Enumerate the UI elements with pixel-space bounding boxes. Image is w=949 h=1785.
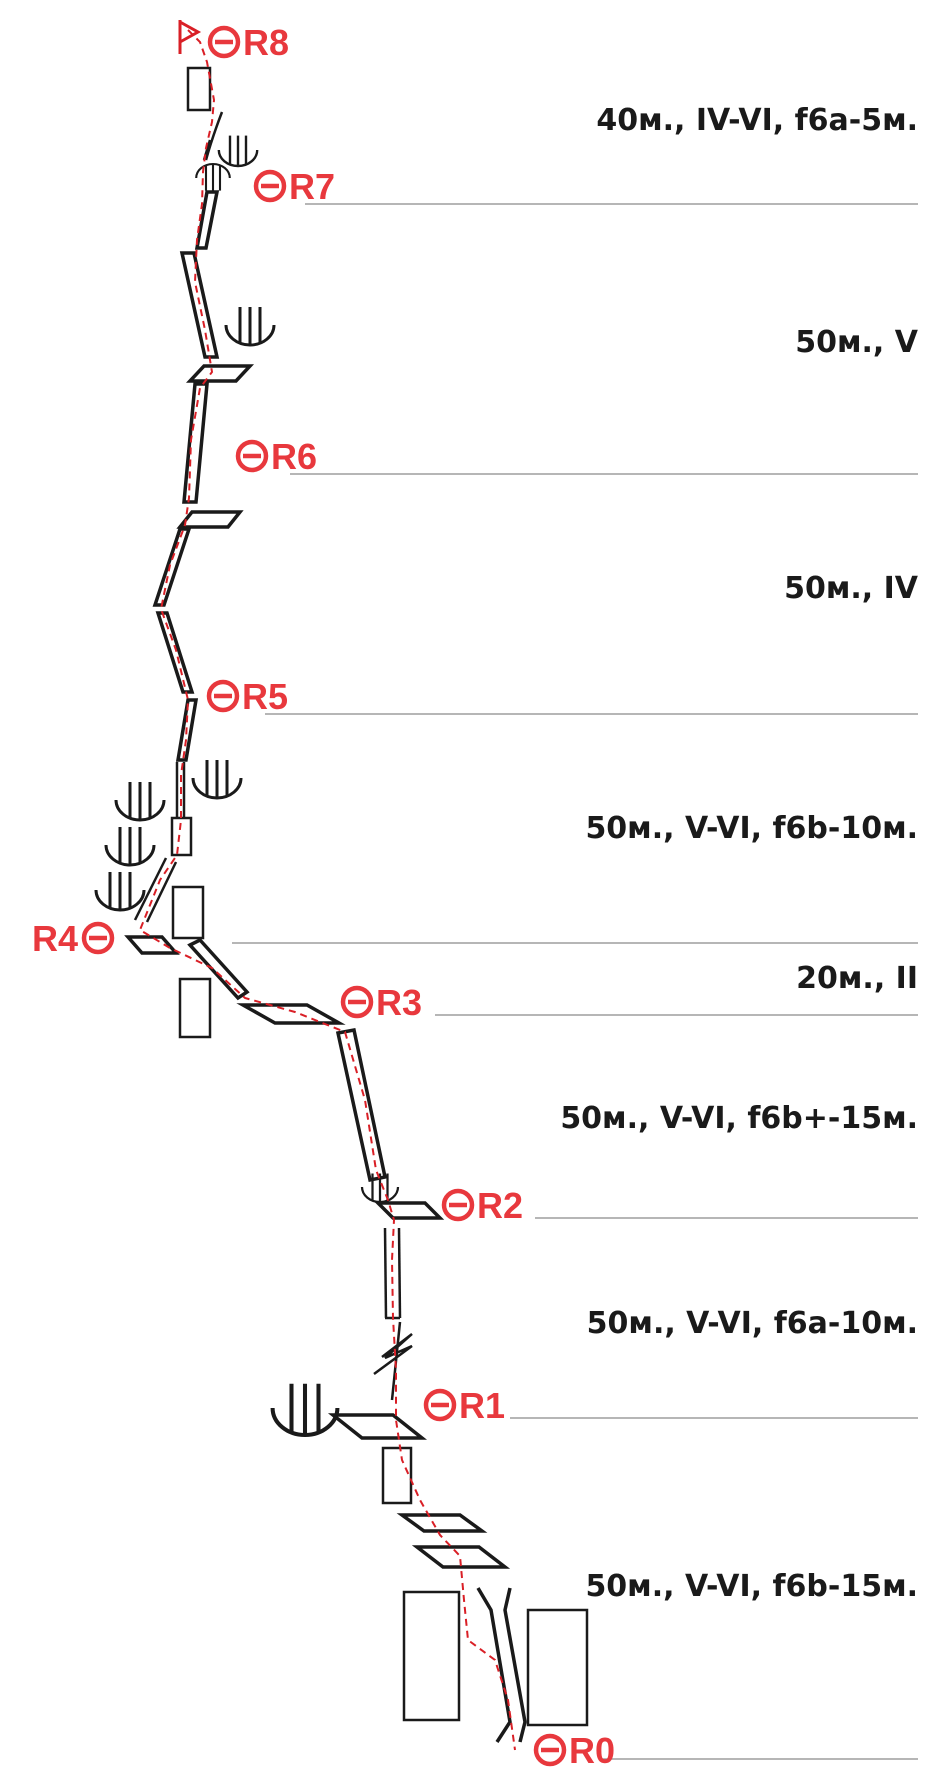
piton-fan-icon (270, 1383, 340, 1438)
roof-feature (373, 1333, 413, 1376)
crack-feature (145, 861, 178, 923)
pitch-label-r0-r1: 50м., V-VI, f6b-15м. (585, 1569, 918, 1604)
anchor-label-r7: R7 (289, 166, 335, 207)
piton-fan-icon (224, 307, 276, 347)
dihedral-feature (179, 251, 220, 359)
crack-feature (204, 111, 224, 161)
piton-fan-icon (195, 162, 231, 191)
dihedral-feature (182, 382, 209, 504)
dihedral-feature (476, 1587, 512, 1743)
ledge-feature (185, 364, 255, 383)
anchor-circle-minus-icon (81, 921, 115, 955)
rock-features (124, 66, 589, 1743)
dihedral-feature (503, 1587, 527, 1743)
block-feature (526, 1608, 589, 1727)
anchor-circle-minus-icon (340, 985, 374, 1019)
pitch-labels: 40м., IV-VI, f6a-5м. 50м., V 50м., IV 50… (560, 103, 918, 1604)
piton-fan-icon (114, 782, 166, 822)
block-feature (178, 977, 212, 1039)
block-feature (186, 66, 212, 112)
block-feature (381, 1446, 413, 1505)
block-feature (171, 885, 205, 940)
crack-feature (397, 1227, 402, 1319)
dihedral-feature (155, 611, 195, 694)
dihedral-feature (152, 527, 192, 607)
crack-feature (133, 857, 168, 921)
pitch-label-r5-r6: 50м., IV (784, 571, 919, 606)
anchor-r4: R4 (32, 918, 115, 959)
block-feature (402, 1590, 461, 1722)
anchor-label-r8: R8 (243, 22, 289, 63)
anchor-r1: R1 (423, 1385, 505, 1426)
anchor-r0: R0 (533, 1730, 615, 1771)
anchor-circle-minus-icon (207, 25, 241, 59)
anchor-r8: R8 (207, 22, 289, 63)
protection-points (94, 135, 400, 1438)
anchor-circle-minus-icon (235, 439, 269, 473)
piton-fan-icon (191, 760, 243, 800)
anchor-label-r4: R4 (32, 918, 78, 959)
anchor-label-r1: R1 (459, 1385, 505, 1426)
flag-icon (178, 20, 202, 54)
anchor-r6: R6 (235, 436, 317, 477)
pitch-separators (232, 203, 918, 1760)
anchor-circle-minus-icon (253, 169, 287, 203)
anchor-label-r0: R0 (569, 1730, 615, 1771)
pitch-label-r2-r3: 50м., V-VI, f6b+-15м. (560, 1101, 918, 1136)
dihedral-feature (194, 190, 220, 250)
piton-fan-icon (217, 135, 259, 168)
pitch-label-r3-r4: 20м., II (796, 961, 918, 996)
ledge-feature (411, 1545, 511, 1569)
ledge-feature (327, 1413, 428, 1440)
anchor-circle-minus-icon (206, 679, 240, 713)
route-line (138, 29, 516, 1751)
anchors: R8 R7 R6 R5 R4 R3 R2 R1 (32, 22, 615, 1771)
ledge-feature (124, 935, 180, 955)
anchor-label-r6: R6 (271, 436, 317, 477)
anchor-label-r5: R5 (242, 676, 288, 717)
pitch-label-r6-r7: 50м., V (795, 325, 919, 360)
ledge-feature (236, 1003, 346, 1025)
anchor-r5: R5 (206, 676, 288, 717)
piton-fan-icon (360, 1173, 400, 1204)
anchor-circle-minus-icon (533, 1733, 567, 1767)
dihedral-feature (175, 698, 199, 762)
ramp-feature (187, 937, 250, 1001)
pitch-label-r4-r5: 50м., V-VI, f6b-10м. (585, 811, 918, 846)
pitch-label-r1-r2: 50м., V-VI, f6a-10м. (587, 1306, 918, 1341)
crack-feature (383, 1227, 388, 1319)
anchor-circle-minus-icon (441, 1188, 475, 1222)
ledge-feature (176, 510, 244, 529)
dihedral-feature (335, 1027, 388, 1183)
piton-fan-icon (104, 827, 156, 867)
anchor-circle-minus-icon (423, 1388, 457, 1422)
ledge-feature (373, 1201, 445, 1220)
pitch-label-r7-r8: 40м., IV-VI, f6a-5м. (596, 103, 918, 138)
anchor-r3: R3 (340, 982, 422, 1023)
anchor-r2: R2 (441, 1185, 523, 1226)
anchor-label-r3: R3 (376, 982, 422, 1023)
ledge-feature (396, 1513, 488, 1533)
anchor-label-r2: R2 (477, 1185, 523, 1226)
anchor-r7: R7 (253, 166, 335, 207)
piton-fan-icon (94, 872, 146, 912)
